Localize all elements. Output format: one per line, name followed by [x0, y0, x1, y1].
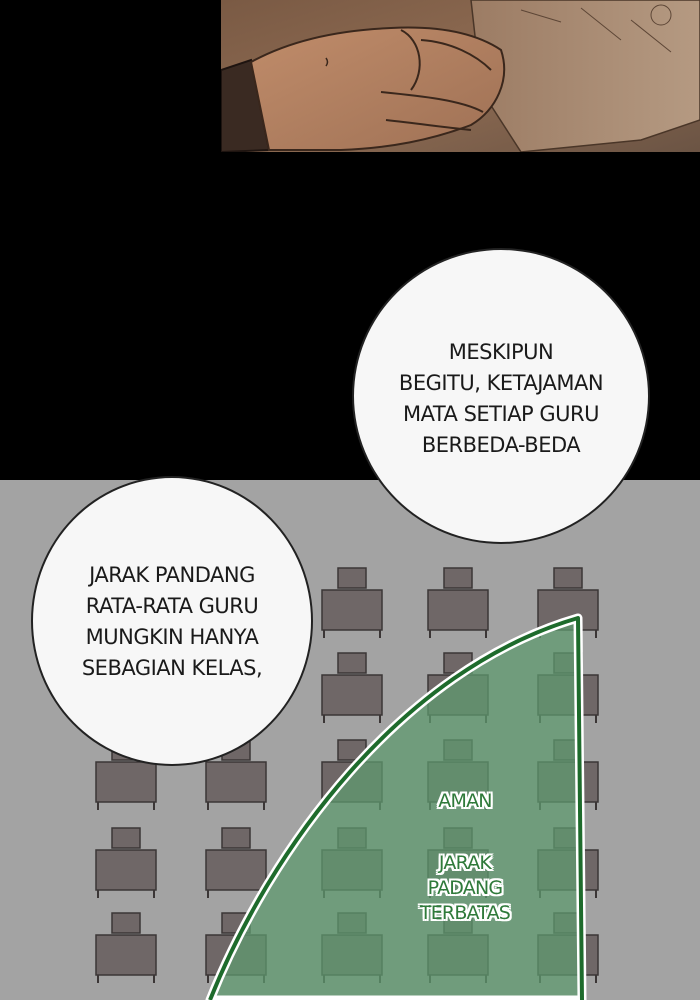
limited-view-label: JARAK PADANG TERBATAS — [419, 852, 511, 924]
speech-bubble-right: MESKIPUN BEGITU, KETAJAMAN MATA SETIAP G… — [352, 248, 650, 544]
safe-zone-label: AMAN — [438, 790, 492, 812]
hand-illustration — [221, 0, 700, 152]
classroom-desk — [321, 652, 383, 723]
vision-zone-outline — [208, 616, 584, 1000]
top-panel-hand-holding-paper — [221, 0, 700, 152]
classroom-desk — [95, 912, 157, 983]
classroom-desk — [95, 827, 157, 898]
classroom-desk — [205, 827, 267, 898]
speech-bubble-left: JARAK PANDANG RATA-RATA GURU MUNGKIN HAN… — [31, 476, 313, 766]
speech-bubble-right-text: MESKIPUN BEGITU, KETAJAMAN MATA SETIAP G… — [398, 340, 604, 457]
speech-bubble-left-text: JARAK PANDANG RATA-RATA GURU MUNGKIN HAN… — [81, 563, 263, 680]
classroom-desk — [321, 567, 383, 638]
classroom-desk — [427, 567, 489, 638]
